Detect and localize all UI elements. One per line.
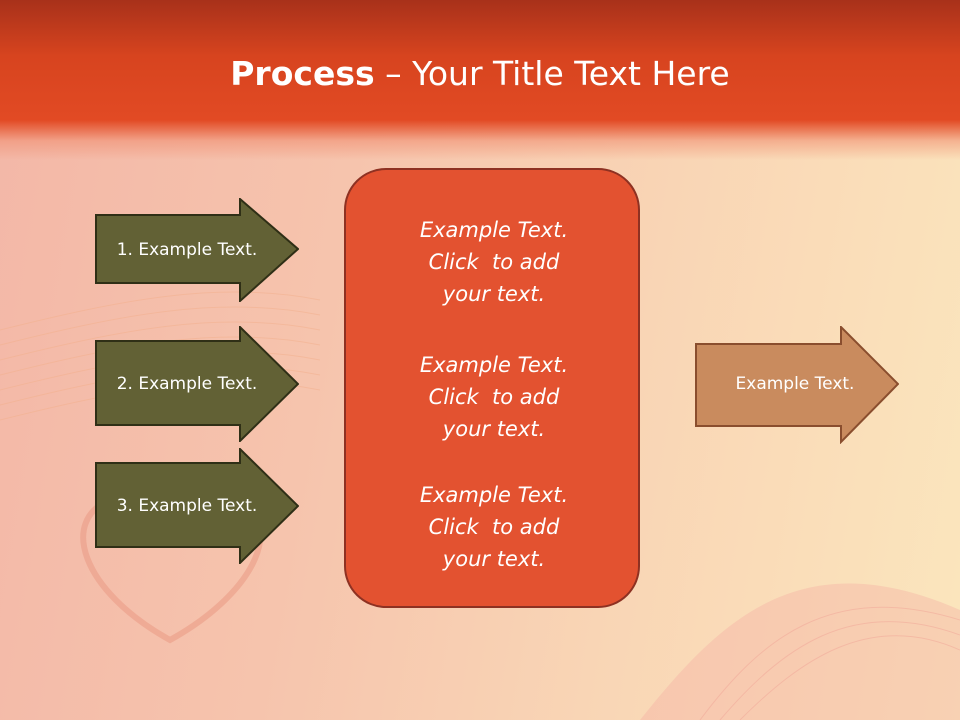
result-label: Example Text. xyxy=(735,374,855,394)
center-block-3-line-2: Click to add xyxy=(428,515,560,539)
center-block-3: Example Text. Click to add your text. xyxy=(346,479,642,575)
center-block-3-line-3: your text. xyxy=(442,547,546,571)
step-2-arrow[interactable]: 2. Example Text. xyxy=(95,326,299,442)
center-block-1-line-3: your text. xyxy=(442,282,546,306)
step-1-arrow[interactable]: 1. Example Text. xyxy=(95,198,299,314)
center-block-2-line-3: your text. xyxy=(442,417,546,441)
center-block-2-line-1: Example Text. xyxy=(419,353,569,377)
center-block-1-line-2: Click to add xyxy=(428,250,560,274)
title-rest-part: – Your Title Text Here xyxy=(374,54,730,93)
step-3-arrow[interactable]: 3. Example Text. xyxy=(95,448,299,564)
center-block-1: Example Text. Click to add your text. xyxy=(346,214,642,310)
result-arrow[interactable]: Example Text. xyxy=(695,326,899,444)
title-band xyxy=(0,0,960,160)
slide-title: Process – Your Title Text Here xyxy=(0,52,960,96)
title-bold-part: Process xyxy=(230,54,375,93)
step-2-label: 2. Example Text. xyxy=(116,374,258,394)
center-block-2: Example Text. Click to add your text. xyxy=(346,349,642,445)
center-text-box[interactable]: Example Text. Click to add your text. Ex… xyxy=(344,168,640,608)
step-1-label: 1. Example Text. xyxy=(116,240,258,260)
step-3-label: 3. Example Text. xyxy=(116,496,258,516)
center-block-2-line-2: Click to add xyxy=(428,385,560,409)
center-block-1-line-1: Example Text. xyxy=(419,218,569,242)
center-block-3-line-1: Example Text. xyxy=(419,483,569,507)
